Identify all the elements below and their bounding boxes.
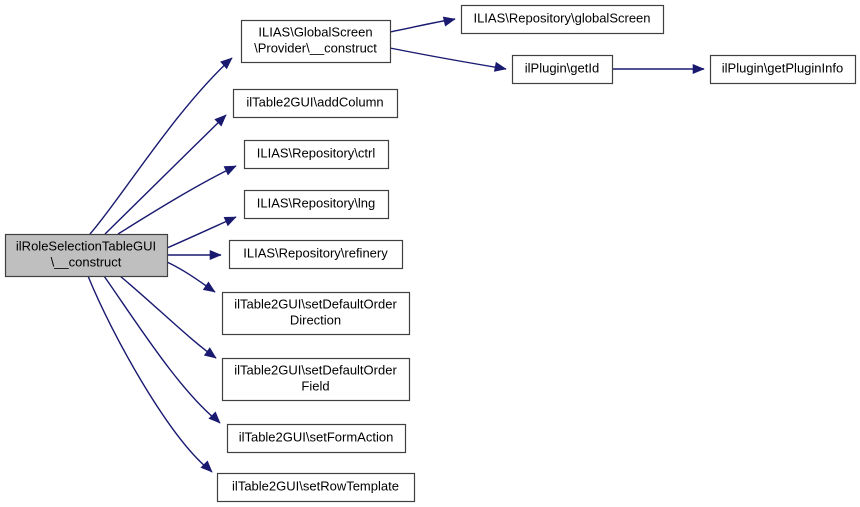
edge-root-to-ctrl — [117, 165, 237, 235]
node-label-line: ilPlugin\getId — [525, 60, 599, 75]
node-box[interactable] — [232, 88, 399, 119]
edge-root-to-setformaction — [103, 275, 221, 424]
edge-line — [103, 275, 221, 424]
nodes-layer: ilRoleSelectionTableGUI\__construct ILIAS… — [4, 4, 857, 503]
node-label-line: ILIAS\Repository\refinery — [243, 245, 388, 260]
node-label-line: Field — [301, 378, 329, 393]
arrow-head-icon — [220, 57, 233, 70]
arrow-head-icon — [202, 281, 216, 293]
graph-node-ilTable2GUI-setRowTemplate[interactable]: ilTable2GUI\setRowTemplate — [216, 472, 416, 503]
node-box[interactable] — [228, 239, 404, 270]
node-label-line: \__construct — [51, 254, 122, 269]
node-box[interactable] — [221, 291, 411, 336]
graph-node-ILIAS-GlobalScreen-Provider-construct[interactable]: ILIAS\GlobalScreen\Provider\__construct — [240, 19, 392, 64]
edge-line — [117, 165, 237, 235]
graph-node-ilTable2GUI-addColumn[interactable]: ilTable2GUI\addColumn — [232, 88, 399, 119]
node-box[interactable] — [243, 139, 390, 170]
edge-line — [389, 47, 507, 70]
graph-node-ILIAS-Repository-ctrl[interactable]: ILIAS\Repository\ctrl — [243, 139, 390, 170]
arrow-head-icon — [493, 61, 507, 72]
node-box[interactable] — [216, 472, 416, 503]
node-label-line: ilTable2GUI\setRowTemplate — [232, 478, 399, 493]
arrow-head-icon — [692, 63, 705, 75]
edge-line — [87, 275, 213, 473]
arrow-head-icon — [442, 16, 456, 27]
graph-node-ILIAS-Repository-lng[interactable]: ILIAS\Repository\lng — [243, 189, 390, 220]
node-box[interactable] — [4, 233, 169, 278]
graph-node-ILIAS-Repository-refinery[interactable]: ILIAS\Repository\refinery — [228, 239, 404, 270]
node-label-line: ilTable2GUI\setFormAction — [239, 429, 394, 444]
edge-line — [104, 114, 227, 235]
node-box[interactable] — [460, 4, 665, 35]
edge-globalscreen_provider_construct-to-getid — [389, 47, 507, 72]
edges-layer — [87, 16, 705, 473]
graph-node-ilTable2GUI-setFormAction[interactable]: ilTable2GUI\setFormAction — [226, 423, 407, 454]
edge-root-to-setdefaultorderdirection — [166, 261, 216, 293]
node-box[interactable] — [709, 54, 857, 85]
edge-root-to-refinery — [167, 249, 222, 261]
node-label-line: ilTable2GUI\setDefaultOrder — [234, 362, 397, 377]
arrow-head-icon — [203, 347, 217, 359]
node-box[interactable] — [511, 54, 614, 85]
edge-root-to-globalscreen_provider_construct — [89, 57, 233, 235]
arrow-head-icon — [209, 249, 222, 261]
arrow-head-icon — [223, 165, 237, 176]
node-label-line: ILIAS\Repository\lng — [257, 195, 376, 210]
edge-globalscreen_provider_construct-to-globalscreen — [389, 16, 456, 33]
arrow-head-icon — [214, 114, 227, 127]
node-box[interactable] — [240, 19, 392, 64]
graph-node-ilPlugin-getId[interactable]: ilPlugin\getId — [511, 54, 614, 85]
graph-node-ilRoleSelectionTableGUI-construct[interactable]: ilRoleSelectionTableGUI\__construct — [4, 233, 169, 278]
node-label-line: ILIAS\Repository\globalScreen — [473, 10, 650, 25]
node-label-line: ilPlugin\getPluginInfo — [722, 60, 843, 75]
node-box[interactable] — [243, 189, 390, 220]
node-box[interactable] — [221, 357, 411, 402]
node-label-line: ilTable2GUI\addColumn — [246, 94, 383, 109]
arrow-head-icon — [223, 216, 237, 227]
node-label-line: ilRoleSelectionTableGUI — [16, 238, 156, 253]
edge-root-to-setrowtemplate — [87, 275, 213, 473]
graph-node-ILIAS-Repository-globalScreen[interactable]: ILIAS\Repository\globalScreen — [460, 4, 665, 35]
node-label-line: ILIAS\GlobalScreen — [258, 24, 372, 39]
node-label-line: \Provider\__construct — [254, 40, 377, 55]
edge-root-to-setdefaultorderfield — [119, 275, 217, 359]
edge-line — [166, 216, 237, 249]
graph-node-ilPlugin-getPluginInfo[interactable]: ilPlugin\getPluginInfo — [709, 54, 857, 85]
arrow-head-icon — [200, 460, 213, 473]
node-label-line: ilTable2GUI\setDefaultOrder — [234, 296, 397, 311]
edge-line — [89, 57, 233, 235]
node-label-line: Direction — [290, 312, 341, 327]
edge-line — [119, 275, 217, 359]
node-box[interactable] — [226, 423, 407, 454]
node-label-line: ILIAS\Repository\ctrl — [257, 145, 376, 160]
arrow-head-icon — [208, 411, 221, 424]
edge-getid-to-getplugininfo — [612, 63, 705, 75]
edge-root-to-addcolumn — [104, 114, 227, 235]
edge-root-to-lng — [166, 216, 237, 249]
